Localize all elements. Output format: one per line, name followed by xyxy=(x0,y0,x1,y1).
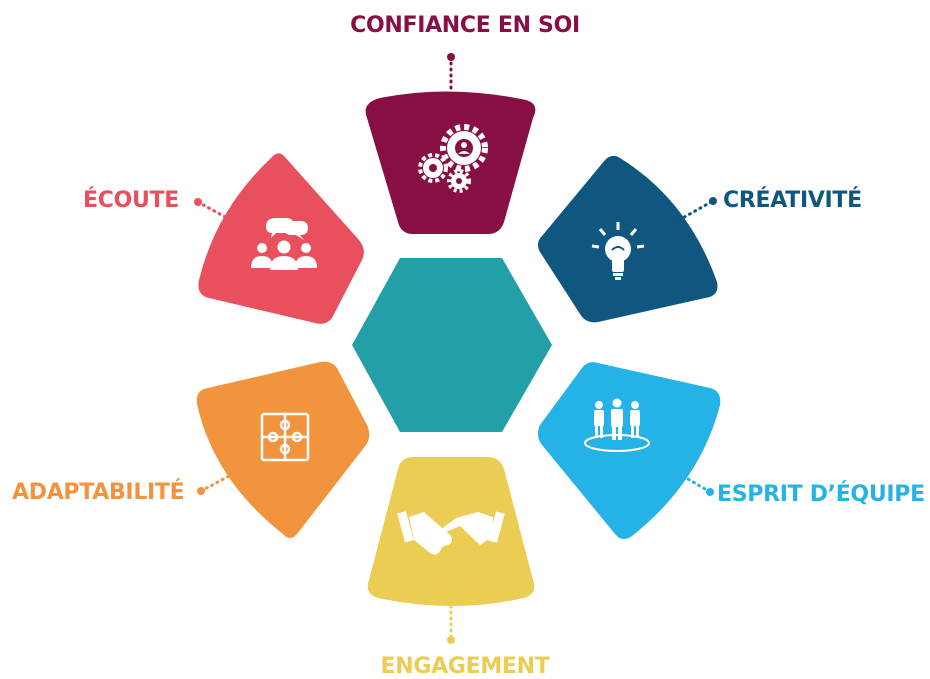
segment-creativite xyxy=(537,155,718,323)
puzzle-icon xyxy=(260,412,310,462)
gears-person-icon xyxy=(418,124,488,193)
segment-esprit xyxy=(537,362,721,540)
segment-creativite-shape xyxy=(537,155,718,323)
team-icon xyxy=(584,398,650,452)
label-confiance-en-soi: CONFIANCE EN SOI xyxy=(350,13,580,38)
label-engagement: ENGAGEMENT xyxy=(380,654,550,679)
segment-engagement-shape xyxy=(367,457,535,606)
label-ecoute: ÉCOUTE xyxy=(83,188,179,213)
center-hexagon xyxy=(352,258,552,432)
connector-ecoute xyxy=(194,198,231,221)
segment-adaptabilite-shape xyxy=(196,361,370,538)
connector-adaptabilite xyxy=(197,472,235,495)
connector-confiance xyxy=(447,53,455,92)
label-adaptabilite: ADAPTABILITÉ xyxy=(12,480,185,505)
label-creativite: CRÉATIVITÉ xyxy=(723,188,862,213)
segment-ecoute-shape xyxy=(198,153,364,324)
segment-adaptabilite xyxy=(196,361,370,538)
chat-group-icon xyxy=(251,218,317,270)
label-esprit-d-equipe: ESPRIT D’ÉQUIPE xyxy=(717,482,925,507)
connector-creativite xyxy=(677,197,717,222)
handshake-icon xyxy=(397,511,505,555)
connector-esprit xyxy=(676,471,714,496)
segment-confiance xyxy=(365,91,536,234)
connector-engagement xyxy=(447,604,455,644)
segment-engagement xyxy=(367,457,535,606)
lightbulb-icon xyxy=(591,222,645,280)
segment-ecoute xyxy=(198,153,364,324)
